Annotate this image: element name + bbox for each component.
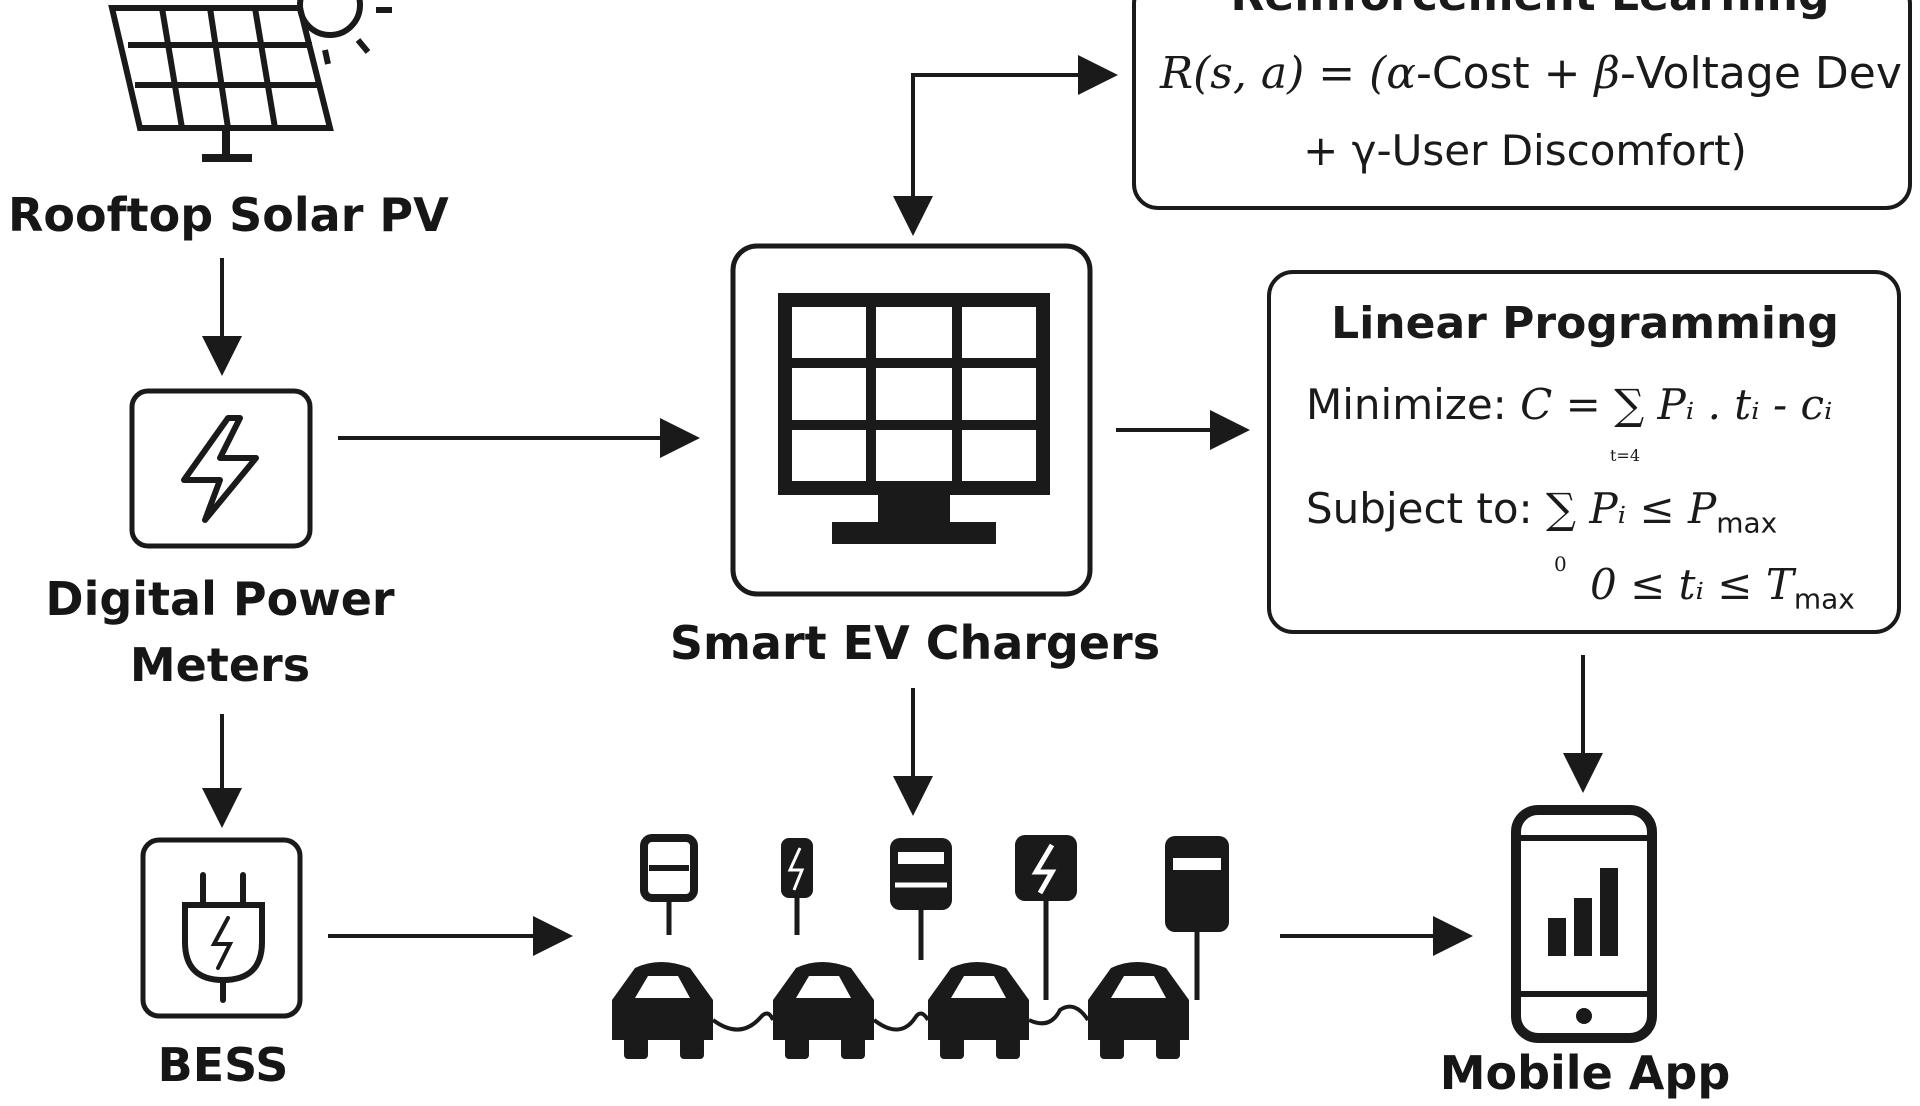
ev-car-3 bbox=[928, 962, 1029, 1059]
plug-icon bbox=[182, 872, 265, 1003]
lp-constraint-row: Subject to: ∑ Pᵢ ≤ Pmax bbox=[1306, 484, 1777, 539]
meters-label-line1: Digital Power bbox=[45, 572, 395, 626]
lp-constraint1-lower: 0 bbox=[1554, 552, 1567, 576]
meters-box bbox=[129, 388, 313, 549]
lightning-bolt-icon bbox=[181, 415, 259, 523]
rl-voltage-dev: -Voltage Dev bbox=[1619, 48, 1902, 99]
bess-label: BESS bbox=[157, 1038, 289, 1092]
mobile-label: Mobile App bbox=[1439, 1046, 1731, 1100]
ev-charger-5 bbox=[1165, 836, 1229, 1000]
lp-constraint2: 0 ≤ tᵢ ≤ T bbox=[1590, 560, 1794, 609]
lp-objective-row: Minimize: C = ∑ Pᵢ . tᵢ - cᵢ bbox=[1306, 380, 1833, 429]
ev-charger-3 bbox=[890, 838, 952, 960]
meters-label-line2: Meters bbox=[129, 638, 311, 692]
lp-constraint1: ∑ Pᵢ ≤ P bbox=[1546, 484, 1717, 533]
rl-alpha: α bbox=[1386, 48, 1416, 99]
rl-cost: -Cost + bbox=[1415, 48, 1595, 99]
lp-minimize-label: Minimize: bbox=[1306, 380, 1507, 429]
rl-reward-lhs: R(s, a) = ( bbox=[1160, 48, 1387, 99]
ev-car-4 bbox=[1088, 962, 1189, 1059]
ev-cable bbox=[1028, 1004, 1090, 1026]
lp-objective-sub: t=4 bbox=[1610, 446, 1641, 465]
lp-objective: C = ∑ Pᵢ . tᵢ - cᵢ bbox=[1520, 380, 1833, 429]
ev-charger-1 bbox=[640, 834, 698, 935]
lp-constraint2-row: 0 ≤ tᵢ ≤ Tmax bbox=[1590, 560, 1855, 615]
ev-cable bbox=[711, 1011, 775, 1032]
ev-charger-4 bbox=[1015, 835, 1077, 1000]
arrow-chargers-to-rl bbox=[911, 55, 1118, 228]
rl-reward-line1: R(s, a) = (α-Cost + β-Voltage Dev bbox=[1160, 48, 1902, 99]
chargers-label: Smart EV Chargers bbox=[669, 616, 1161, 670]
architecture-diagram bbox=[108, 0, 1912, 1059]
solar-panel-icon bbox=[108, 0, 392, 162]
meters-label: Digital Power Meters bbox=[40, 566, 400, 698]
ev-car-2 bbox=[773, 962, 874, 1059]
rl-title: Reinforcement Learning bbox=[1200, 0, 1860, 21]
monitor-grid-icon bbox=[778, 293, 1050, 544]
rl-box bbox=[1132, 0, 1912, 210]
lp-constraint1-sub: max bbox=[1716, 506, 1778, 540]
lp-subject-label: Subject to: bbox=[1306, 484, 1533, 533]
rl-beta: β bbox=[1594, 48, 1620, 99]
rl-reward-line2: + γ-User Discomfort) bbox=[1303, 126, 1747, 175]
lp-title: Linear Programming bbox=[1331, 298, 1839, 349]
ev-car-1 bbox=[612, 962, 713, 1059]
solar-label: Rooftop Solar PV bbox=[8, 188, 449, 242]
ev-charger-2 bbox=[781, 838, 813, 935]
ev-charging-row-icon bbox=[612, 834, 1229, 1059]
smartphone-chart-icon bbox=[1511, 805, 1657, 1043]
ev-cable bbox=[872, 1011, 930, 1032]
lp-box bbox=[1267, 270, 1901, 634]
lp-constraint2-sub: max bbox=[1793, 582, 1855, 616]
